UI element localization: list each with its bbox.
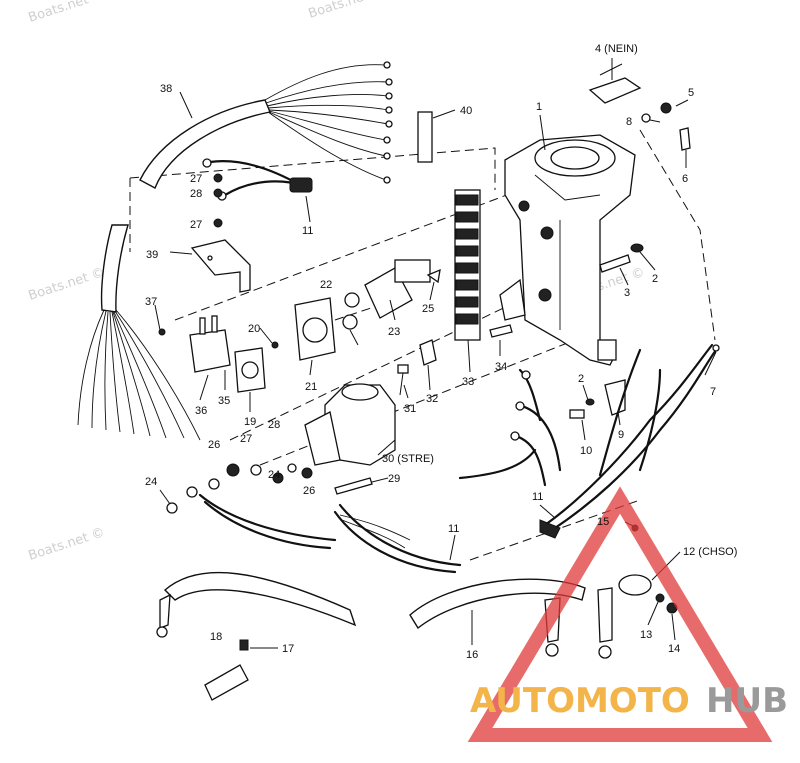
callout-37: 37 [145, 296, 157, 308]
callout-25: 25 [422, 303, 434, 315]
callout-21: 21 [305, 381, 317, 393]
watermark-5: Boats.net © [27, 525, 107, 564]
callout-27a: 27 [190, 173, 202, 185]
harness-11-lower [186, 478, 462, 574]
circuit-breaker-36 [189, 315, 231, 373]
callout-31: 31 [404, 403, 416, 415]
callout-14: 14 [668, 643, 680, 655]
callout-26b: 26 [303, 485, 315, 497]
callout-27b: 27 [190, 219, 202, 231]
wiring-right [539, 343, 720, 539]
callout-24a: 24 [145, 476, 157, 488]
callout-2a: 2 [652, 273, 658, 285]
automotohub-logo: AUTOMOTO HUB [467, 486, 788, 742]
wires-middle [458, 368, 562, 487]
switch-4 [588, 63, 642, 104]
callout-19: 19 [244, 416, 256, 428]
wire-harness-38 [139, 61, 393, 189]
terminal-block-33 [454, 189, 481, 341]
watermark-3: Boats.net © [27, 265, 107, 304]
callout-33: 33 [462, 376, 474, 388]
callout-40: 40 [460, 105, 472, 117]
callout-12: 12 (CHSO) [683, 546, 737, 558]
fasteners-2-3-5-6-8 [599, 102, 691, 273]
callout-11c: 11 [448, 523, 459, 535]
ignition-switch-23 [342, 259, 431, 346]
plates-19-21 [234, 297, 336, 393]
decal-40 [417, 111, 433, 163]
callout-35: 35 [218, 395, 230, 407]
part-17-18 [204, 639, 249, 701]
callout-3: 3 [624, 287, 630, 299]
callout-29: 29 [388, 473, 400, 485]
callout-11b: 11 [532, 491, 543, 503]
callout-16: 16 [466, 649, 478, 661]
bracket-9 [569, 379, 626, 419]
nuts-27-28-top [213, 173, 223, 228]
wire-harness-left [77, 224, 201, 441]
callout-2b: 2 [578, 373, 584, 385]
logo-text-hub: HUB [706, 681, 788, 721]
nuts-row [166, 463, 313, 514]
callout-8: 8 [626, 116, 632, 128]
callout-32: 32 [426, 393, 438, 405]
callout-39: 39 [146, 249, 158, 261]
battery-cable-left [156, 571, 357, 638]
callout-9: 9 [618, 429, 624, 441]
callout-10: 10 [580, 445, 592, 457]
callout-38: 38 [160, 83, 172, 95]
callout-4: 4 (NEIN) [595, 43, 638, 55]
callout-27c: 27 [240, 433, 252, 445]
callout-15: 15 [597, 516, 609, 528]
small-hardware [158, 268, 513, 495]
callout-5: 5 [688, 87, 694, 99]
bracket-39 [190, 239, 251, 293]
watermark-1: Boats.net © [27, 0, 107, 26]
logo-triangle [467, 486, 773, 742]
leader-lines [154, 58, 717, 649]
callout-11a: 11 [302, 225, 313, 237]
watermark-2: Boats.net © [307, 0, 387, 22]
callout-24b: 24 [268, 469, 280, 481]
wire-11-top [202, 158, 313, 201]
callout-17: 17 [282, 643, 294, 655]
callout-1: 1 [536, 101, 542, 113]
callout-26a: 26 [208, 439, 220, 451]
solenoid-30 [304, 383, 396, 466]
cable-16 [409, 578, 613, 659]
callout-6: 6 [682, 173, 688, 185]
callout-7: 7 [710, 386, 716, 398]
callout-20: 20 [248, 323, 260, 335]
callout-30: 30 (STRE) [382, 453, 434, 465]
callout-34: 34 [495, 361, 507, 373]
callout-28b: 28 [268, 419, 280, 431]
logo-text-automoto: AUTOMOTO [470, 681, 690, 721]
main-bracket-1 [499, 134, 636, 366]
callout-23: 23 [388, 326, 400, 338]
callout-36: 36 [195, 405, 207, 417]
callout-22: 22 [320, 279, 332, 291]
callout-labels: 1 2 2 3 4 (NEIN) 5 6 7 8 9 10 11 11 11 1… [145, 43, 737, 661]
callout-13: 13 [640, 629, 652, 641]
callout-28a: 28 [190, 188, 202, 200]
callout-18: 18 [210, 631, 222, 643]
